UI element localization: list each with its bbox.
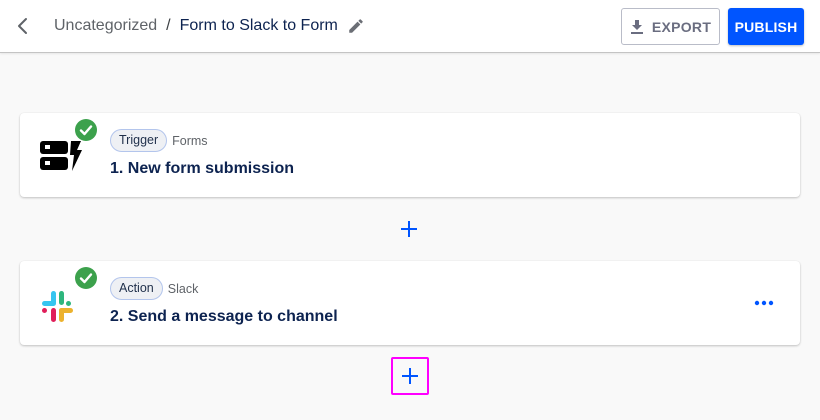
forms-app-icon — [40, 141, 82, 171]
slack-icon — [42, 291, 73, 322]
step-meta: Trigger Forms — [110, 129, 208, 152]
check-circle-icon — [75, 119, 97, 141]
plus-icon — [401, 221, 417, 237]
publish-button[interactable]: PUBLISH — [728, 8, 804, 45]
plus-icon — [402, 368, 418, 384]
add-step-end-button[interactable] — [391, 357, 429, 395]
step-title: 1. New form submission — [110, 160, 295, 177]
check-circle-icon — [75, 267, 97, 289]
export-label: EXPORT — [651, 18, 712, 35]
download-icon — [630, 19, 643, 34]
top-bar: Uncategorized / Form to Slack to Form EX… — [0, 0, 820, 53]
workflow-title: Form to Slack to Form — [179, 17, 338, 34]
step-title: 2. Send a message to channel — [110, 308, 338, 325]
step-card-trigger[interactable]: Trigger Forms 1. New form submission — [20, 113, 800, 197]
step-type-pill: Trigger — [110, 129, 168, 152]
add-step-button[interactable] — [390, 210, 428, 248]
breadcrumb-parent[interactable]: Uncategorized — [54, 17, 158, 34]
breadcrumb-separator: / — [166, 17, 171, 34]
step-meta: Action Slack — [110, 277, 198, 300]
step-card-action[interactable]: Action Slack 2. Send a message to channe… — [20, 261, 800, 345]
back-button[interactable] — [12, 15, 34, 37]
breadcrumb: Uncategorized / Form to Slack to Form — [54, 16, 365, 36]
export-button[interactable]: EXPORT — [621, 8, 720, 45]
step-app-name: Slack — [167, 281, 199, 296]
step-type-pill: Action — [110, 277, 163, 300]
pencil-icon[interactable] — [347, 17, 365, 35]
more-horizontal-icon[interactable] — [754, 297, 774, 309]
step-app-name: Forms — [172, 133, 208, 148]
